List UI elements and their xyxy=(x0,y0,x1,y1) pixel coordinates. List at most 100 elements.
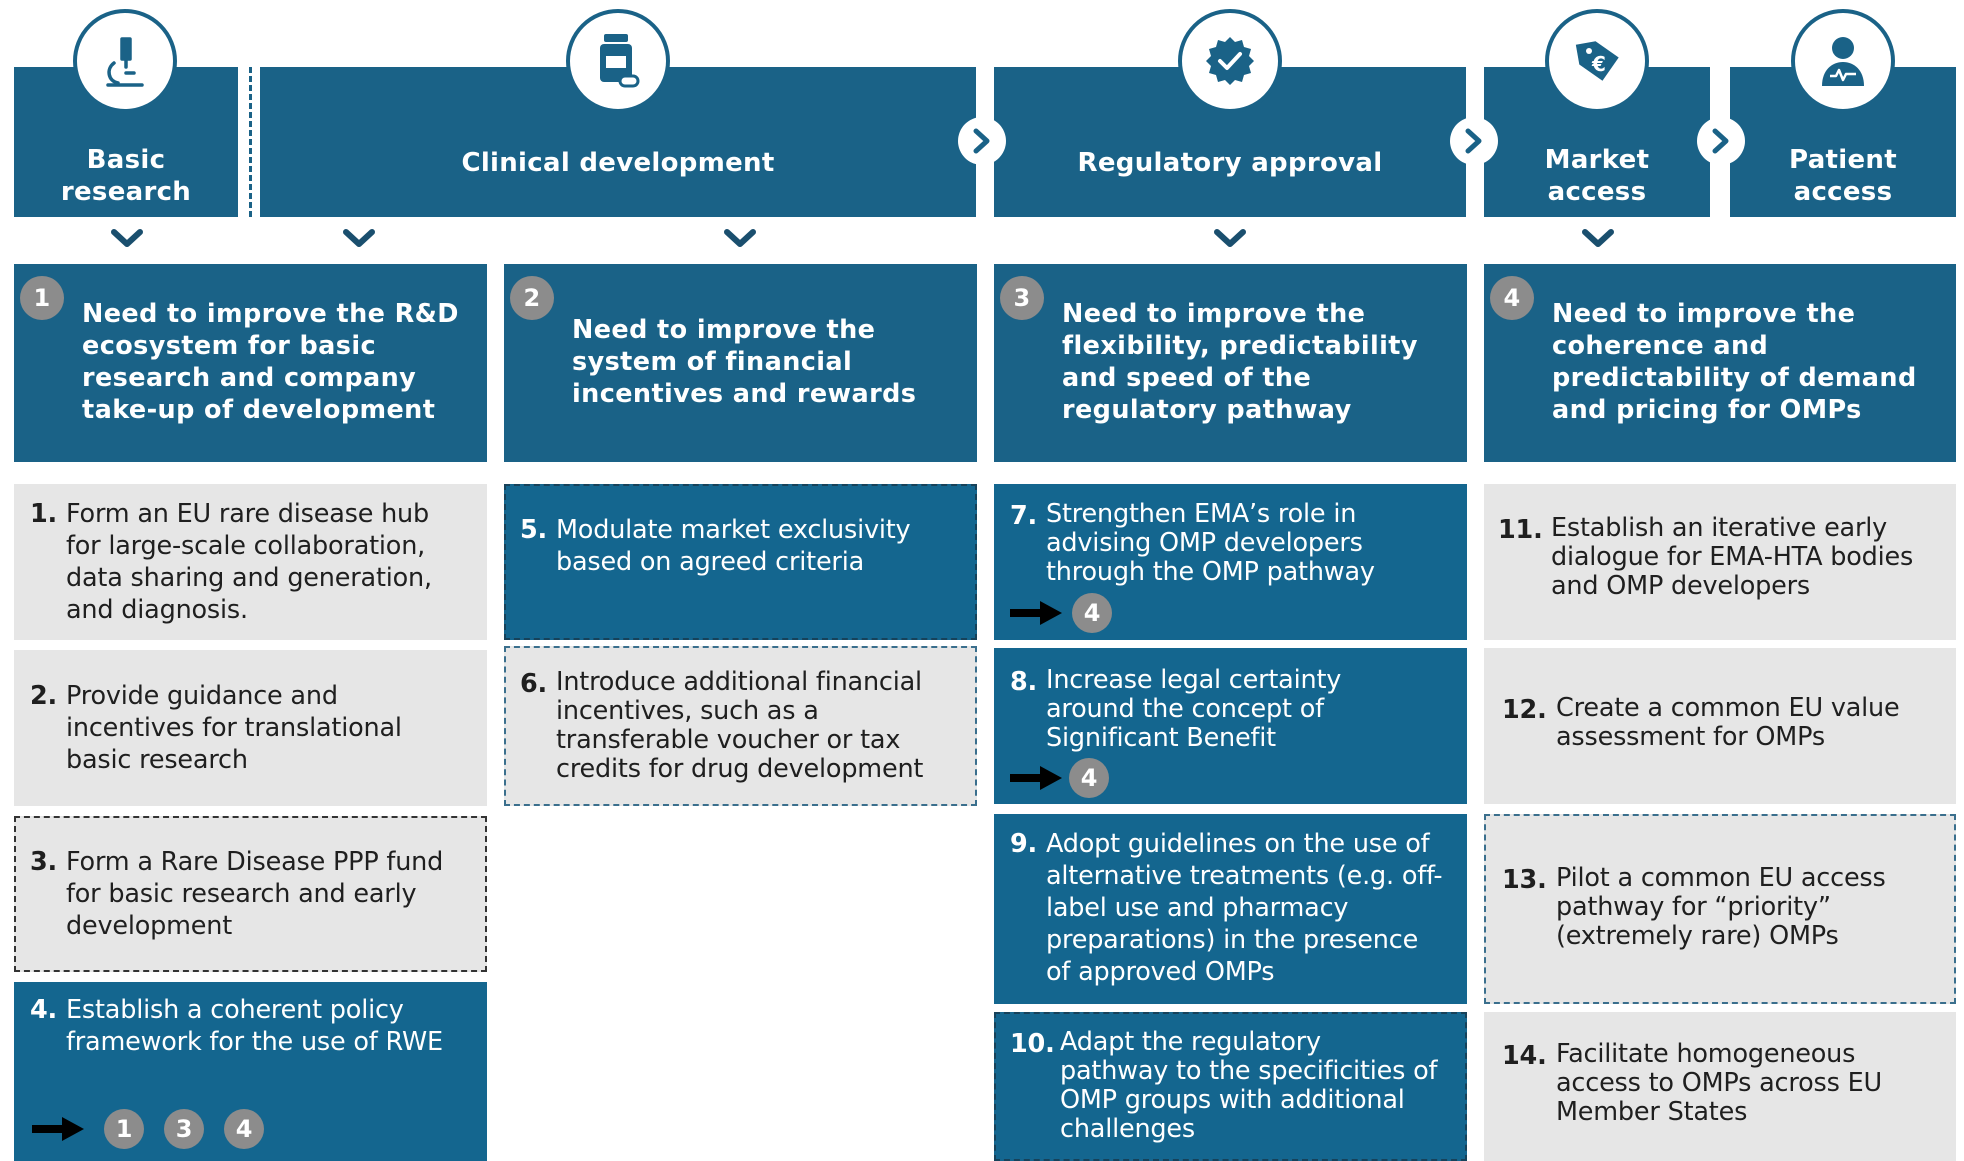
need-text-line: predictability of demand xyxy=(1552,363,1917,393)
action-box-8: 8. Increase legal certainty around the c… xyxy=(994,648,1467,804)
action-text-line: challenges xyxy=(1060,1114,1195,1144)
need-text-line: Need to improve the R&D xyxy=(82,299,459,329)
stage-label: research xyxy=(60,177,192,207)
action-text-line: Create a common EU value xyxy=(1556,693,1900,723)
action-box-10: 10. Adapt the regulatory pathway to the … xyxy=(994,1012,1467,1161)
stage-label: Clinical development xyxy=(461,148,775,178)
action-text-line: for basic research and early xyxy=(66,879,417,909)
stage-market-access: Market access xyxy=(1484,67,1710,217)
svg-text:€: € xyxy=(1591,52,1606,76)
arrow-right-icon xyxy=(1010,601,1062,625)
action-number: 12. xyxy=(1502,695,1547,725)
action-text-line: assessment for OMPs xyxy=(1556,722,1825,752)
action-number: 10. xyxy=(1010,1029,1055,1059)
action-text-line: Form a Rare Disease PPP fund xyxy=(66,847,444,877)
action-number: 7. xyxy=(1010,501,1038,531)
action-number: 8. xyxy=(1010,667,1038,697)
need-reference: 3 xyxy=(164,1109,204,1149)
action-text-line: and diagnosis. xyxy=(66,595,248,625)
action-box-14: 14. Facilitate homogeneous access to OMP… xyxy=(1484,1012,1956,1161)
action-text-line: and OMP developers xyxy=(1551,571,1811,601)
action-text-line: label use and pharmacy xyxy=(1046,893,1349,923)
chevron-right-icon xyxy=(958,117,1006,165)
action-number: 1. xyxy=(30,499,58,529)
arrow-right-icon xyxy=(32,1117,84,1141)
need-text-line: take-up of development xyxy=(82,395,436,425)
action-text-line: Adopt guidelines on the use of xyxy=(1046,829,1430,859)
action-text-line: Adapt the regulatory xyxy=(1060,1027,1321,1057)
stage-divider xyxy=(249,67,252,217)
action-text-line: Strengthen EMA’s role in xyxy=(1046,499,1357,529)
euro-price-tag-icon: € xyxy=(1545,9,1649,113)
doctor-icon xyxy=(1791,9,1895,113)
microscope-icon xyxy=(73,9,177,113)
action-text-line: Establish an iterative early xyxy=(1551,513,1888,543)
action-text-line: incentives for translational xyxy=(66,713,402,743)
action-number: 4. xyxy=(30,995,58,1025)
action-text-line: Pilot a common EU access xyxy=(1556,863,1886,893)
need-number: 2 xyxy=(510,276,554,320)
action-text-line: based on agreed criteria xyxy=(556,547,865,577)
need-number: 3 xyxy=(1000,276,1044,320)
check-badge-icon xyxy=(1178,9,1282,113)
action-text-line: alternative treatments (e.g. off- xyxy=(1046,861,1443,891)
action-text-line: Provide guidance and xyxy=(66,681,338,711)
need-text-line: and pricing for OMPs xyxy=(1552,395,1862,425)
action-text-line: of approved OMPs xyxy=(1046,957,1275,987)
chevron-down-icon xyxy=(343,229,375,247)
chevron-right-icon xyxy=(1697,117,1745,165)
stage-label: access xyxy=(1547,177,1647,207)
action-box-5: 5. Modulate market exclusivity based on … xyxy=(504,484,977,640)
action-text-line: Member States xyxy=(1556,1097,1748,1127)
need-box-2: 2 Need to improve the system of financia… xyxy=(504,264,977,462)
action-box-12: 12. Create a common EU value assessment … xyxy=(1484,648,1956,804)
action-box-9: 9. Adopt guidelines on the use of altern… xyxy=(994,814,1467,1004)
need-text-line: Need to improve the xyxy=(572,315,876,345)
action-text-line: transferable voucher or tax xyxy=(556,725,901,755)
action-text-line: Increase legal certainty xyxy=(1046,665,1342,695)
need-text-line: flexibility, predictability xyxy=(1062,331,1418,361)
need-text-line: regulatory pathway xyxy=(1062,395,1352,425)
action-text-line: access to OMPs across EU xyxy=(1556,1068,1882,1098)
action-text-line: through the OMP pathway xyxy=(1046,557,1375,587)
action-number: 6. xyxy=(520,669,548,699)
stage-label: Basic xyxy=(86,145,166,175)
need-text-line: and speed of the xyxy=(1062,363,1312,393)
arrow-right-icon xyxy=(1010,766,1062,790)
action-text-line: Form an EU rare disease hub xyxy=(66,499,430,529)
chevron-right-icon xyxy=(1450,117,1498,165)
stage-label: Patient xyxy=(1789,145,1897,175)
chevron-down-icon xyxy=(111,229,143,247)
action-number: 11. xyxy=(1498,515,1543,545)
action-number: 2. xyxy=(30,681,58,711)
chevron-down-icon xyxy=(724,229,756,247)
need-reference: 4 xyxy=(1072,593,1112,633)
chevron-down-icon xyxy=(1214,229,1246,247)
need-box-4: 4 Need to improve the coherence and pred… xyxy=(1484,264,1956,462)
action-box-2: 2. Provide guidance and incentives for t… xyxy=(14,650,487,806)
action-text-line: framework for the use of RWE xyxy=(66,1027,443,1057)
action-text-line: around the concept of xyxy=(1046,694,1324,724)
chevron-down-icon xyxy=(1582,229,1614,247)
need-text-line: Need to improve the xyxy=(1552,299,1856,329)
need-reference: 4 xyxy=(224,1109,264,1149)
need-text-line: system of financial xyxy=(572,347,853,377)
need-text-line: coherence and xyxy=(1552,331,1769,361)
need-text-line: incentives and rewards xyxy=(572,379,917,409)
action-number: 3. xyxy=(30,847,58,877)
action-box-4: 4. Establish a coherent policy framework… xyxy=(14,982,487,1161)
need-text-line: Need to improve the xyxy=(1062,299,1366,329)
need-text-line: ecosystem for basic xyxy=(82,331,377,361)
action-text-line: Introduce additional financial xyxy=(556,667,922,697)
stage-label: access xyxy=(1793,177,1893,207)
action-text-line: (extremely rare) OMPs xyxy=(1556,921,1839,951)
action-box-13: 13. Pilot a common EU access pathway for… xyxy=(1484,814,1956,1004)
need-reference: 1 xyxy=(104,1109,144,1149)
stage-label: Market xyxy=(1544,145,1650,175)
action-text-line: Facilitate homogeneous xyxy=(1556,1039,1856,1069)
action-text-line: pathway for “priority” xyxy=(1556,892,1831,922)
action-box-3: 3. Form a Rare Disease PPP fund for basi… xyxy=(14,816,487,972)
action-text-line: development xyxy=(66,911,233,941)
action-box-7: 7. Strengthen EMA’s role in advising OMP… xyxy=(994,484,1467,640)
action-number: 14. xyxy=(1502,1041,1547,1071)
